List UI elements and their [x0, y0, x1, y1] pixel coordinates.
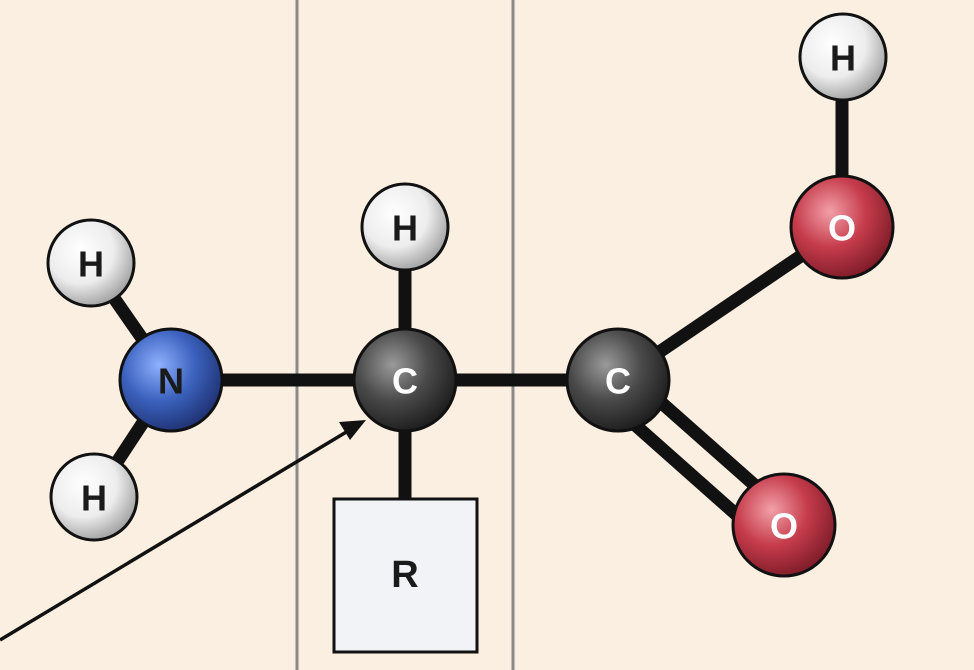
atom-amine-h-top: H	[46, 218, 136, 308]
arrowhead	[339, 420, 366, 440]
arrow-shaft	[0, 429, 349, 642]
side-chain-label: R	[391, 554, 418, 596]
carbonyl-oxygen-label: O	[770, 506, 798, 547]
atom-carboxyl-carbon: C	[565, 327, 671, 433]
atom-alpha-carbon: C	[352, 327, 458, 433]
alpha-h-label: H	[392, 208, 418, 249]
atom-nitrogen: N	[118, 327, 224, 433]
carboxyl-carbon-label: C	[605, 361, 631, 402]
alpha-carbon-label: C	[392, 361, 418, 402]
hydroxyl-h-label: H	[830, 38, 856, 79]
atom-hydroxyl-h: H	[798, 12, 888, 102]
side-chain-box	[332, 497, 479, 654]
nitrogen-label: N	[158, 361, 184, 402]
amine-h-bottom-label: H	[81, 478, 107, 519]
atom-alpha-h: H	[360, 182, 450, 272]
atom-carbonyl-oxygen: O	[731, 472, 837, 578]
hydroxyl-oxygen-label: O	[828, 208, 856, 249]
atom-hydroxyl-oxygen: O	[789, 174, 895, 280]
alpha-carbon-arrow	[0, 420, 366, 642]
side-chain-group: R	[332, 497, 479, 654]
amine-h-top-label: H	[78, 244, 104, 285]
atom-amine-h-bottom: H	[49, 452, 139, 542]
